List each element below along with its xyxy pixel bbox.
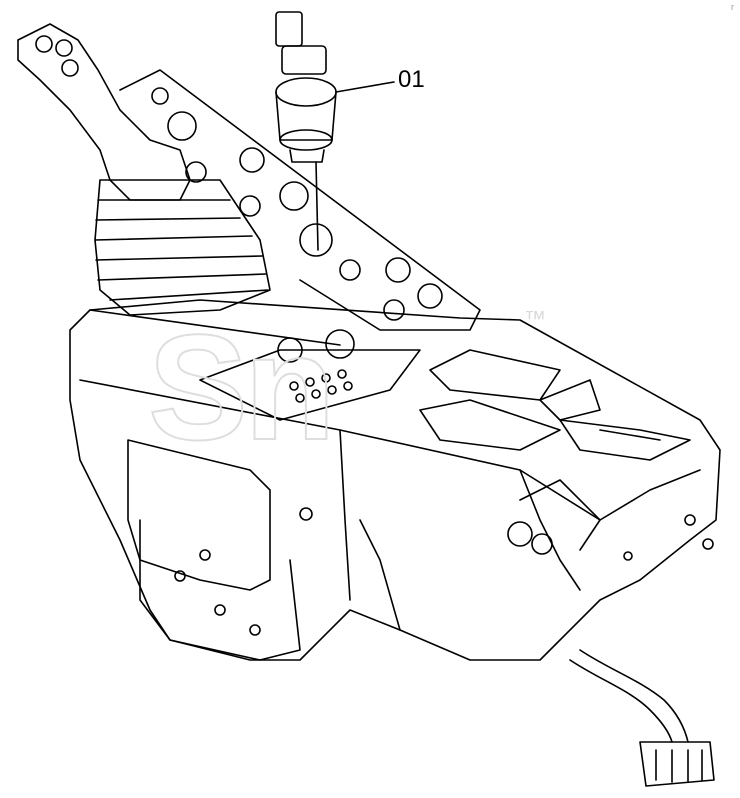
joystick-button-2	[55, 39, 73, 57]
rocker-switches	[419, 349, 691, 461]
keypad-area	[199, 329, 421, 421]
part-label-01: 01	[398, 66, 425, 93]
selector-knob	[299, 223, 333, 257]
trademark-symbol: ™	[524, 306, 546, 331]
joystick	[17, 23, 271, 316]
rotary-knob-3	[279, 181, 309, 211]
side-panel	[127, 439, 301, 661]
front-controls	[507, 479, 714, 561]
leader-line	[335, 81, 395, 93]
wire-harness	[569, 649, 715, 787]
control-panel	[119, 69, 481, 331]
joystick-button-3	[61, 59, 79, 77]
console-body	[69, 299, 721, 661]
joystick-button-1	[35, 35, 53, 53]
watermark: Sn	[147, 303, 337, 471]
bolt	[299, 507, 313, 521]
key-switch	[275, 11, 337, 251]
rotary-knob-2	[239, 147, 265, 173]
connector	[639, 741, 715, 787]
corner-mark: r	[731, 2, 734, 12]
rotary-knob-1	[167, 111, 197, 141]
keypad-holes	[289, 369, 353, 403]
